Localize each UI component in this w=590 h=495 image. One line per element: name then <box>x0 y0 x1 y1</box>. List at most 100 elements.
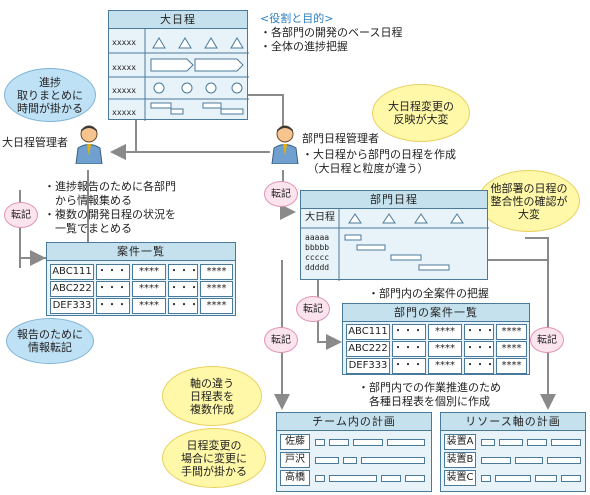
bubble-line: 情報転記 <box>28 341 72 354</box>
case-cell: ・・・・ <box>168 281 198 297</box>
dept-case-cell: ・・・・ <box>464 324 494 340</box>
bubble-line: 反映が大変 <box>393 113 449 126</box>
dept-case-cell: **** <box>496 358 527 374</box>
case-cell: **** <box>132 264 166 280</box>
bubble-progress-delay: 進捗取りまとめに時間が掛かる <box>4 68 96 122</box>
case-cell: ・・・・ <box>96 264 130 280</box>
master-row-label: xxxxx <box>112 108 137 117</box>
bubble-line: 日程表を <box>190 389 234 403</box>
bubble-multiple-axes: 軸の違う日程表を複数作成 <box>162 366 262 426</box>
plan-bar <box>315 457 339 464</box>
resource-label: 装置B <box>444 452 476 468</box>
case-list-window: 案件一覧 ABC111 ・・・・ **** ・・・・ **** ABC222 ・… <box>46 242 236 316</box>
bubble-line: 複数作成 <box>190 402 234 416</box>
resource-bar <box>535 475 557 482</box>
dept-case-cell: ABC222 <box>346 341 390 357</box>
bubble-consistency: 他部署の日程の整合性の確認が大変 <box>478 170 580 232</box>
resource-label: 装置C <box>444 470 476 486</box>
case-cell: ・・・・ <box>168 264 198 280</box>
transcribe-badge: 転記 <box>264 327 298 353</box>
master-row-label: xxxxx <box>112 63 137 72</box>
bubble-line: 報告のために <box>17 328 83 341</box>
dept-case-cell: ABC111 <box>346 324 390 340</box>
plan-bar <box>343 457 357 464</box>
dept-case-cell: ・・・・ <box>392 358 426 374</box>
case-cell: **** <box>200 264 233 280</box>
case-cell: **** <box>200 281 233 297</box>
bubble-line: 進捗 <box>39 75 61 89</box>
bubble-line: 大変 <box>518 207 540 221</box>
resource-bar <box>499 439 523 446</box>
resource-plan-title: リソース軸の計画 <box>441 413 585 431</box>
manager-note: から情報集める <box>44 194 132 207</box>
dept-case-cell: ・・・・ <box>392 324 426 340</box>
dept-row-label: aaaaa <box>305 233 330 242</box>
dept-cases-title: 部門の案件一覧 <box>343 304 529 322</box>
case-cell: **** <box>200 298 233 314</box>
dept-schedule-window: 部門日程 大日程 aaaaa bbbbb ccccc ddddd <box>300 190 489 281</box>
dept-manager-note: （大日程と粒度が違う） <box>302 162 429 175</box>
master-row-label: xxxxx <box>112 38 137 47</box>
resource-plan-window: リソース軸の計画 装置A 装置B 装置C <box>440 412 586 492</box>
dept-gantt-graphics <box>301 208 489 281</box>
bubble-line: 時間が掛かる <box>17 101 83 115</box>
plan-bar <box>329 439 349 446</box>
case-cell: ・・・・ <box>168 298 198 314</box>
master-schedule-title: 大日程 <box>109 11 247 29</box>
role-item: ・各部門の開発のベース日程 <box>260 26 403 39</box>
case-cell: ABC222 <box>50 281 94 297</box>
bubble-line: 日程変更の <box>186 438 242 452</box>
role-heading: <役割と目的> <box>260 12 334 25</box>
case-cell: DEF333 <box>50 298 94 314</box>
dept-case-cell: **** <box>428 324 462 340</box>
case-cell: **** <box>132 281 166 297</box>
dept-manager-label: 部門日程管理者 <box>302 132 379 145</box>
dept-case-cell: **** <box>428 358 462 374</box>
resource-bar <box>527 439 547 446</box>
dept-row-label: bbbbb <box>305 243 330 252</box>
case-cell: ABC111 <box>50 264 94 280</box>
bubble-line: 軸の違う <box>190 376 234 390</box>
dept-row-label: ccccc <box>305 253 330 262</box>
bubble-master-change: 大日程変更の反映が大変 <box>372 84 470 142</box>
bubble-line: 整合性の確認が <box>490 194 568 208</box>
manager-note: ・進捗報告のために各部門 <box>44 180 176 193</box>
plan-bar <box>405 475 425 482</box>
bubble-report-transcribe: 報告のために情報転記 <box>6 318 94 364</box>
bubble-line: 場合に変更に <box>181 451 247 465</box>
dept-all-cases-note: ・部門内の全案件の把握 <box>368 287 489 300</box>
resource-bar <box>547 457 581 464</box>
case-list-title: 案件一覧 <box>47 243 235 261</box>
dept-manager-note: ・大日程から部門の日程を作成 <box>302 148 456 161</box>
plan-bar <box>329 475 377 482</box>
team-plan-window: チーム内の計画 佐藤 戸沢 高橋 <box>276 412 432 492</box>
plan-bar <box>353 439 383 446</box>
team-plan-title: チーム内の計画 <box>277 413 431 431</box>
person-icon <box>75 125 103 164</box>
role-item: ・全体の進捗把握 <box>260 40 348 53</box>
bubble-line: 手間が掛かる <box>181 464 247 478</box>
manager-note: 一覧でまとめる <box>44 222 132 235</box>
work-note: ・部門内での作業推進のため <box>358 381 501 394</box>
dept-case-cell: ・・・・ <box>392 341 426 357</box>
resource-bar <box>551 439 581 446</box>
resource-label: 装置A <box>444 434 476 450</box>
dept-case-cell: **** <box>428 341 462 357</box>
transcribe-badge: 転記 <box>264 181 298 207</box>
resource-bar <box>515 457 543 464</box>
resource-bar <box>561 475 581 482</box>
plan-bar <box>361 457 425 464</box>
dept-case-cell: ・・・・ <box>464 341 494 357</box>
manager-note: ・複数の開発日程の状況を <box>44 208 176 221</box>
transcribe-badge: 転記 <box>296 296 330 322</box>
person-icon <box>271 125 299 164</box>
work-note: 各種日程表を個別に作成 <box>358 395 490 408</box>
case-cell: **** <box>132 298 166 314</box>
bubble-line: 大日程変更の <box>388 100 454 113</box>
case-cell: ・・・・ <box>96 281 130 297</box>
case-cell: ・・・・ <box>96 298 130 314</box>
transcribe-badge: 転記 <box>4 202 38 228</box>
plan-bar <box>315 439 325 446</box>
dept-schedule-title: 部門日程 <box>301 191 487 209</box>
dept-case-cell: ・・・・ <box>464 358 494 374</box>
